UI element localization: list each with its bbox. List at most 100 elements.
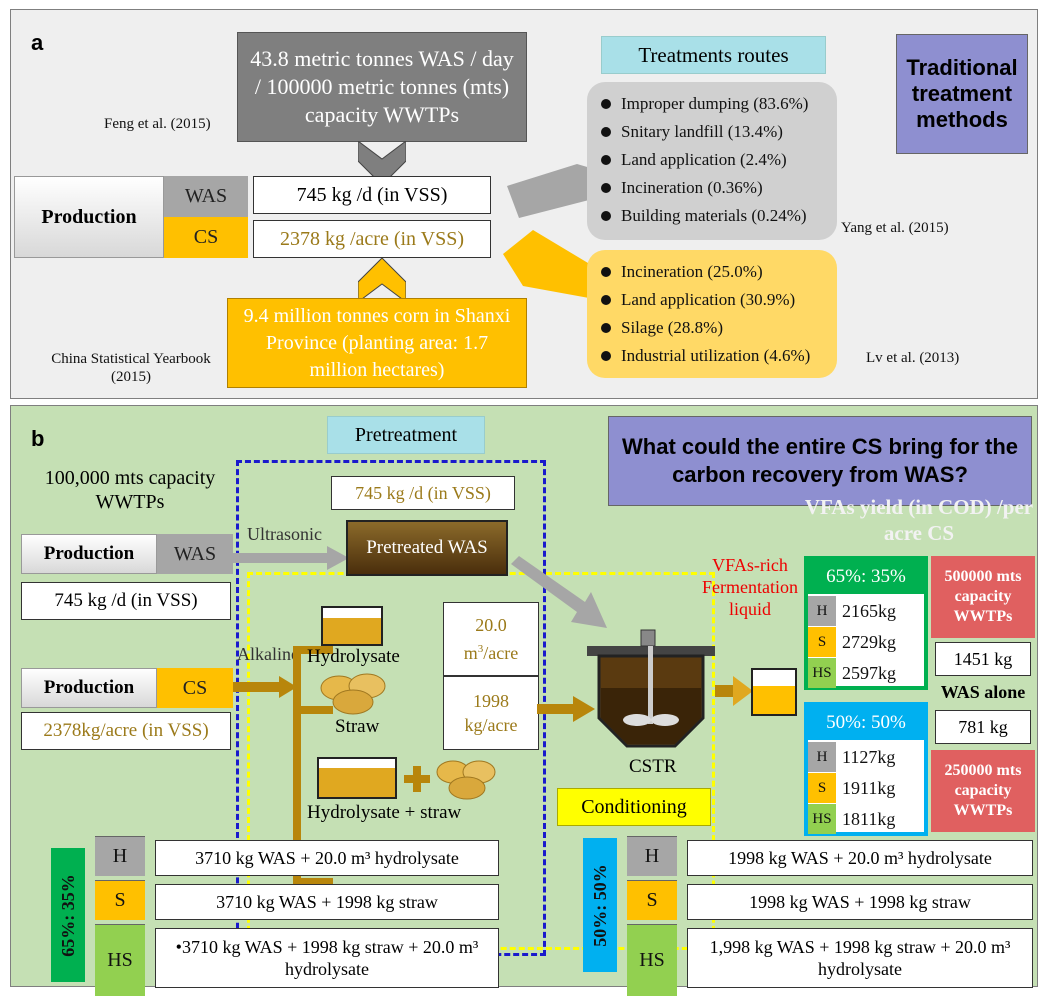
route-text: Snitary landfill (13.4%) [621,122,783,141]
cs-tag: CS [157,668,233,708]
capacity-250000-value: 781 kg [935,710,1031,744]
cstr-to-liquid-arrow [715,676,753,706]
hydrolysate-label: Hydrolysate [307,646,400,667]
route-item: Industrial utilization (4.6%) [601,342,837,370]
route-text: Silage (28.8%) [621,318,723,337]
yield-50-ratio: 50%: 50% [808,706,924,740]
was-production-label: Production [21,534,157,574]
route-text: Industrial utilization (4.6%) [621,346,811,365]
route-item: Building materials (0.24%) [601,202,837,230]
yield-key: HS [808,658,836,688]
yield-key: H [808,596,836,626]
combo-recipe-hs: 1,998 kg WAS + 1998 kg straw + 20.0 m³ h… [687,928,1033,988]
conditioning-label: Conditioning [557,788,711,826]
cs-label: CS [164,217,248,258]
yield-key: HS [808,804,836,834]
volume-number: 20.0 [475,615,507,635]
was-label: WAS [164,176,248,217]
chevron-down-icon [358,141,406,185]
cs-production-value: 2378 kg /acre (in VSS) [253,220,491,258]
hydrolysate-straw-label: Hydrolysate + straw [307,802,462,823]
combo-recipe-s: 1998 kg WAS + 1998 kg straw [687,884,1033,920]
route-item: Improper dumping (83.6%) [601,90,837,118]
vfa-liquid-label: VFAs-rich Fermentation liquid [702,555,798,619]
was-tag: WAS [157,534,233,574]
was-routes-box: Improper dumping (83.6%) Snitary landfill… [587,82,837,240]
bullet-icon [601,127,611,137]
alkaline-branch-arrows [233,646,333,886]
mass-per-acre: 1998 kg/acre [443,676,539,750]
chevron-up-icon [358,258,406,302]
route-text: Improper dumping (83.6%) [621,94,809,113]
combo-key-hs: HS [627,924,677,996]
route-text: Building materials (0.24%) [621,206,807,225]
combo-recipe-hs: •3710 kg WAS + 1998 kg straw + 20.0 m³ h… [155,928,499,988]
cs-routes-list: Incineration (25.0%) Land application (30… [601,258,837,370]
vfa-container-icon [751,668,797,716]
cs-source-box: 9.4 million tonnes corn in Shanxi Provin… [227,298,527,388]
volume-unit: m [463,643,478,663]
combo-recipe-h: 1998 kg WAS + 20.0 m³ hydrolysate [687,840,1033,876]
table-50-label-text: 50%: 50% [589,863,610,947]
cs-acre-value: 2378kg/acre (in VSS) [21,712,231,750]
route-text: Land application (30.9%) [621,290,796,309]
cs-source-ref: China Statistical Yearbook (2015) [51,351,211,385]
bullet-icon [601,323,611,333]
volume-unit-line: m3/acre [464,637,518,665]
was-source-box: 43.8 metric tonnes WAS / day / 100000 me… [237,32,527,142]
yield-value: 2165kg [842,600,896,621]
cs-to-cstr-arrow [537,696,595,722]
panel-b-question: What could the entire CS bring for the c… [608,416,1032,506]
cs-routes-ref: Lv et al. (2013) [866,350,960,366]
route-item: Land application (2.4%) [601,146,837,174]
capacity-500000-value: 1451 kg [935,642,1031,676]
bullet-icon [601,295,611,305]
production-label: Production [14,176,164,258]
combo-recipe-s: 3710 kg WAS + 1998 kg straw [155,884,499,920]
straw-icon [320,673,386,715]
pretreated-was: Pretreated WAS [346,520,508,576]
cs-production-label: Production [21,668,157,708]
was-routes-ref: Yang et al. (2015) [841,220,949,236]
route-item: Snitary landfill (13.4%) [601,118,837,146]
bullet-icon [601,183,611,193]
bullet-icon [601,155,611,165]
pretreated-value: 745 kg /d (in VSS) [331,476,515,510]
combo-key-h: H [95,836,145,876]
ultrasonic-label: Ultrasonic [247,524,322,544]
hydrolysate-container-icon [321,606,383,646]
combo-key-s: S [95,880,145,920]
capacity-500000: 500000 mts capacity WWTPs [931,556,1035,638]
route-item: Land application (30.9%) [601,286,837,314]
bullet-icon [601,99,611,109]
combo-recipe-h: 3710 kg WAS + 20.0 m³ hydrolysate [155,840,499,876]
panel-a: a 43.8 metric tonnes WAS / day / 100000 … [10,9,1038,399]
yield-value: 1911kg [842,777,896,798]
was-source-ref: Feng et al. (2015) [104,116,211,132]
bullet-icon [601,267,611,277]
route-item: Incineration (25.0%) [601,258,837,286]
volume-tail: /acre [483,643,519,663]
table-50-label: 50%: 50% [583,838,617,972]
was-daily-value: 745 kg /d (in VSS) [21,582,231,620]
panel-b: b Pretreatment What could the entire CS … [10,405,1038,996]
yield-value: 2729kg [842,631,896,652]
pretreatment-title: Pretreatment [327,416,485,454]
capacity-label: 100,000 mts capacity WWTPs [44,467,216,513]
yield-value: 2597kg [842,662,896,683]
vfa-yield-title: VFAs yield (in COD) /per acre CS [804,495,1034,545]
yield-key: H [808,742,836,772]
routes-title: Treatments routes [601,36,826,74]
bullet-icon [601,211,611,221]
panel-b-letter: b [31,426,45,451]
combo-key-hs: HS [95,924,145,996]
volume-per-acre: 20.0 m3/acre [443,602,539,676]
straw-label: Straw [335,716,380,737]
route-text: Incineration (0.36%) [621,178,763,197]
cs-route-arrow [503,230,603,298]
cs-routes-box: Incineration (25.0%) Land application (30… [587,250,837,378]
cstr-reactor-icon [587,629,715,748]
